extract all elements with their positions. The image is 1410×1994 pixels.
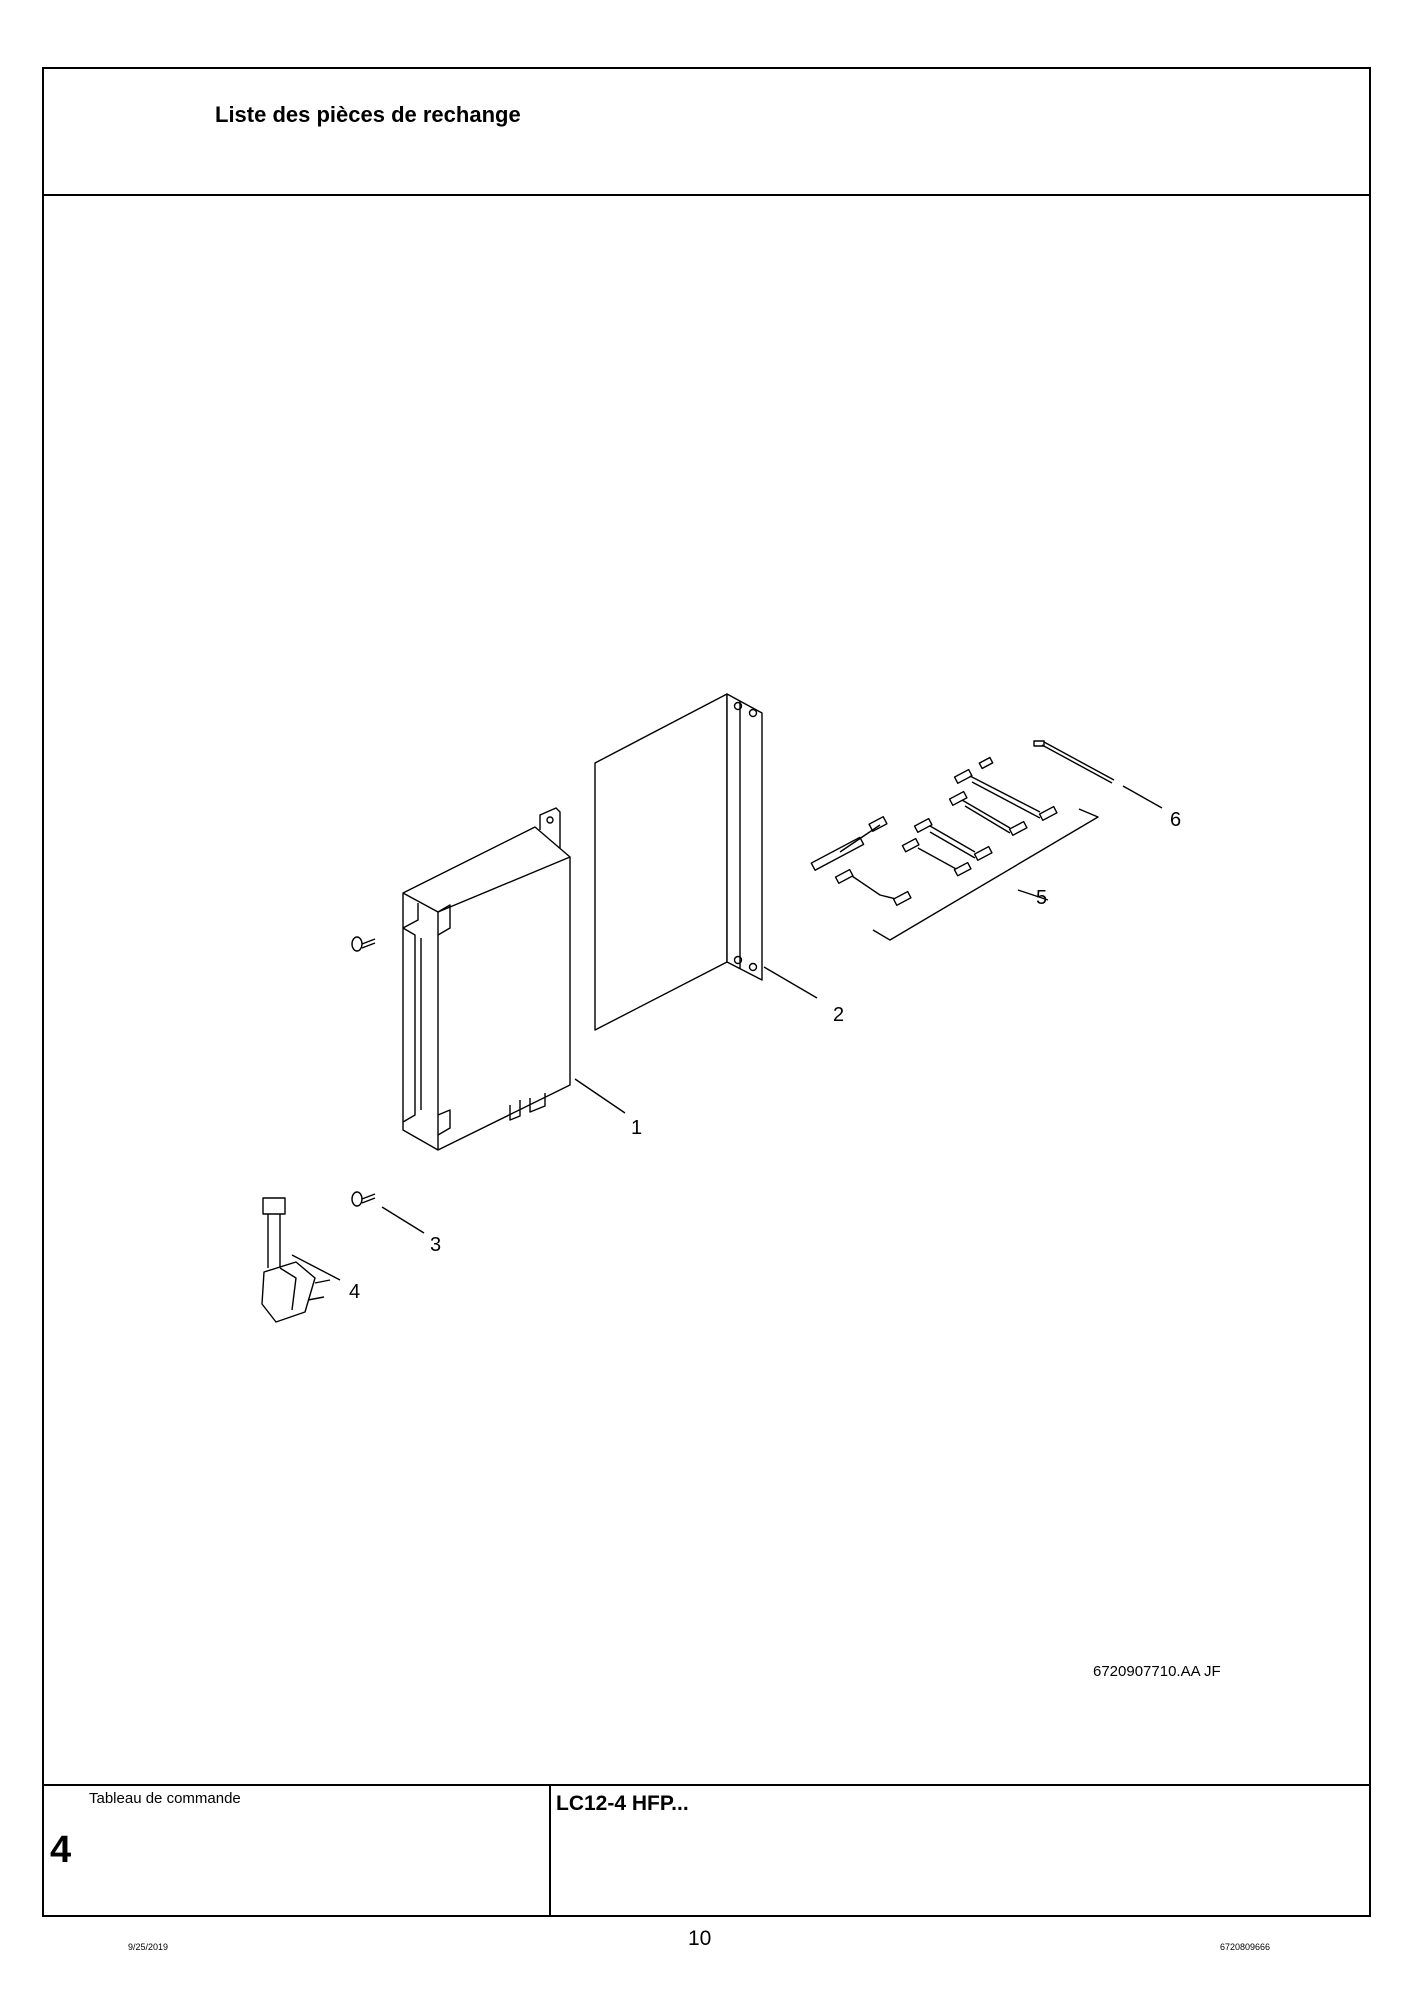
page-frame: Liste des pièces de rechange 6720907710.… xyxy=(42,67,1371,1917)
part-6-sensor xyxy=(1033,740,1163,809)
model-name: LC12-4 HFP... xyxy=(556,1792,689,1815)
footer-divider xyxy=(44,1784,1369,1786)
section-name: Tableau de commande xyxy=(89,1790,241,1807)
part-2-bracket xyxy=(594,693,818,1031)
document-number: 6720809666 xyxy=(1220,1942,1271,1952)
callout-2: 2 xyxy=(833,1004,844,1026)
part-4-power-plug xyxy=(261,1197,341,1323)
callout-1: 1 xyxy=(631,1117,642,1139)
section-number: 4 xyxy=(50,1829,72,1871)
figure-reference: 6720907710.AA JF xyxy=(1093,1663,1221,1680)
header-divider xyxy=(44,194,1369,196)
part-5-cable-harness xyxy=(810,756,1099,941)
print-date: 9/25/2019 xyxy=(128,1942,169,1952)
page-number: 10 xyxy=(688,1927,712,1950)
callout-5: 5 xyxy=(1036,887,1047,909)
callout-4: 4 xyxy=(349,1281,360,1303)
footer-column-divider xyxy=(549,1784,551,1917)
callout-3: 3 xyxy=(430,1234,441,1256)
part-3-screws xyxy=(351,936,425,1234)
callout-6: 6 xyxy=(1170,809,1181,831)
page-title: Liste des pièces de rechange xyxy=(215,102,521,127)
part-1-control-box xyxy=(402,807,626,1151)
